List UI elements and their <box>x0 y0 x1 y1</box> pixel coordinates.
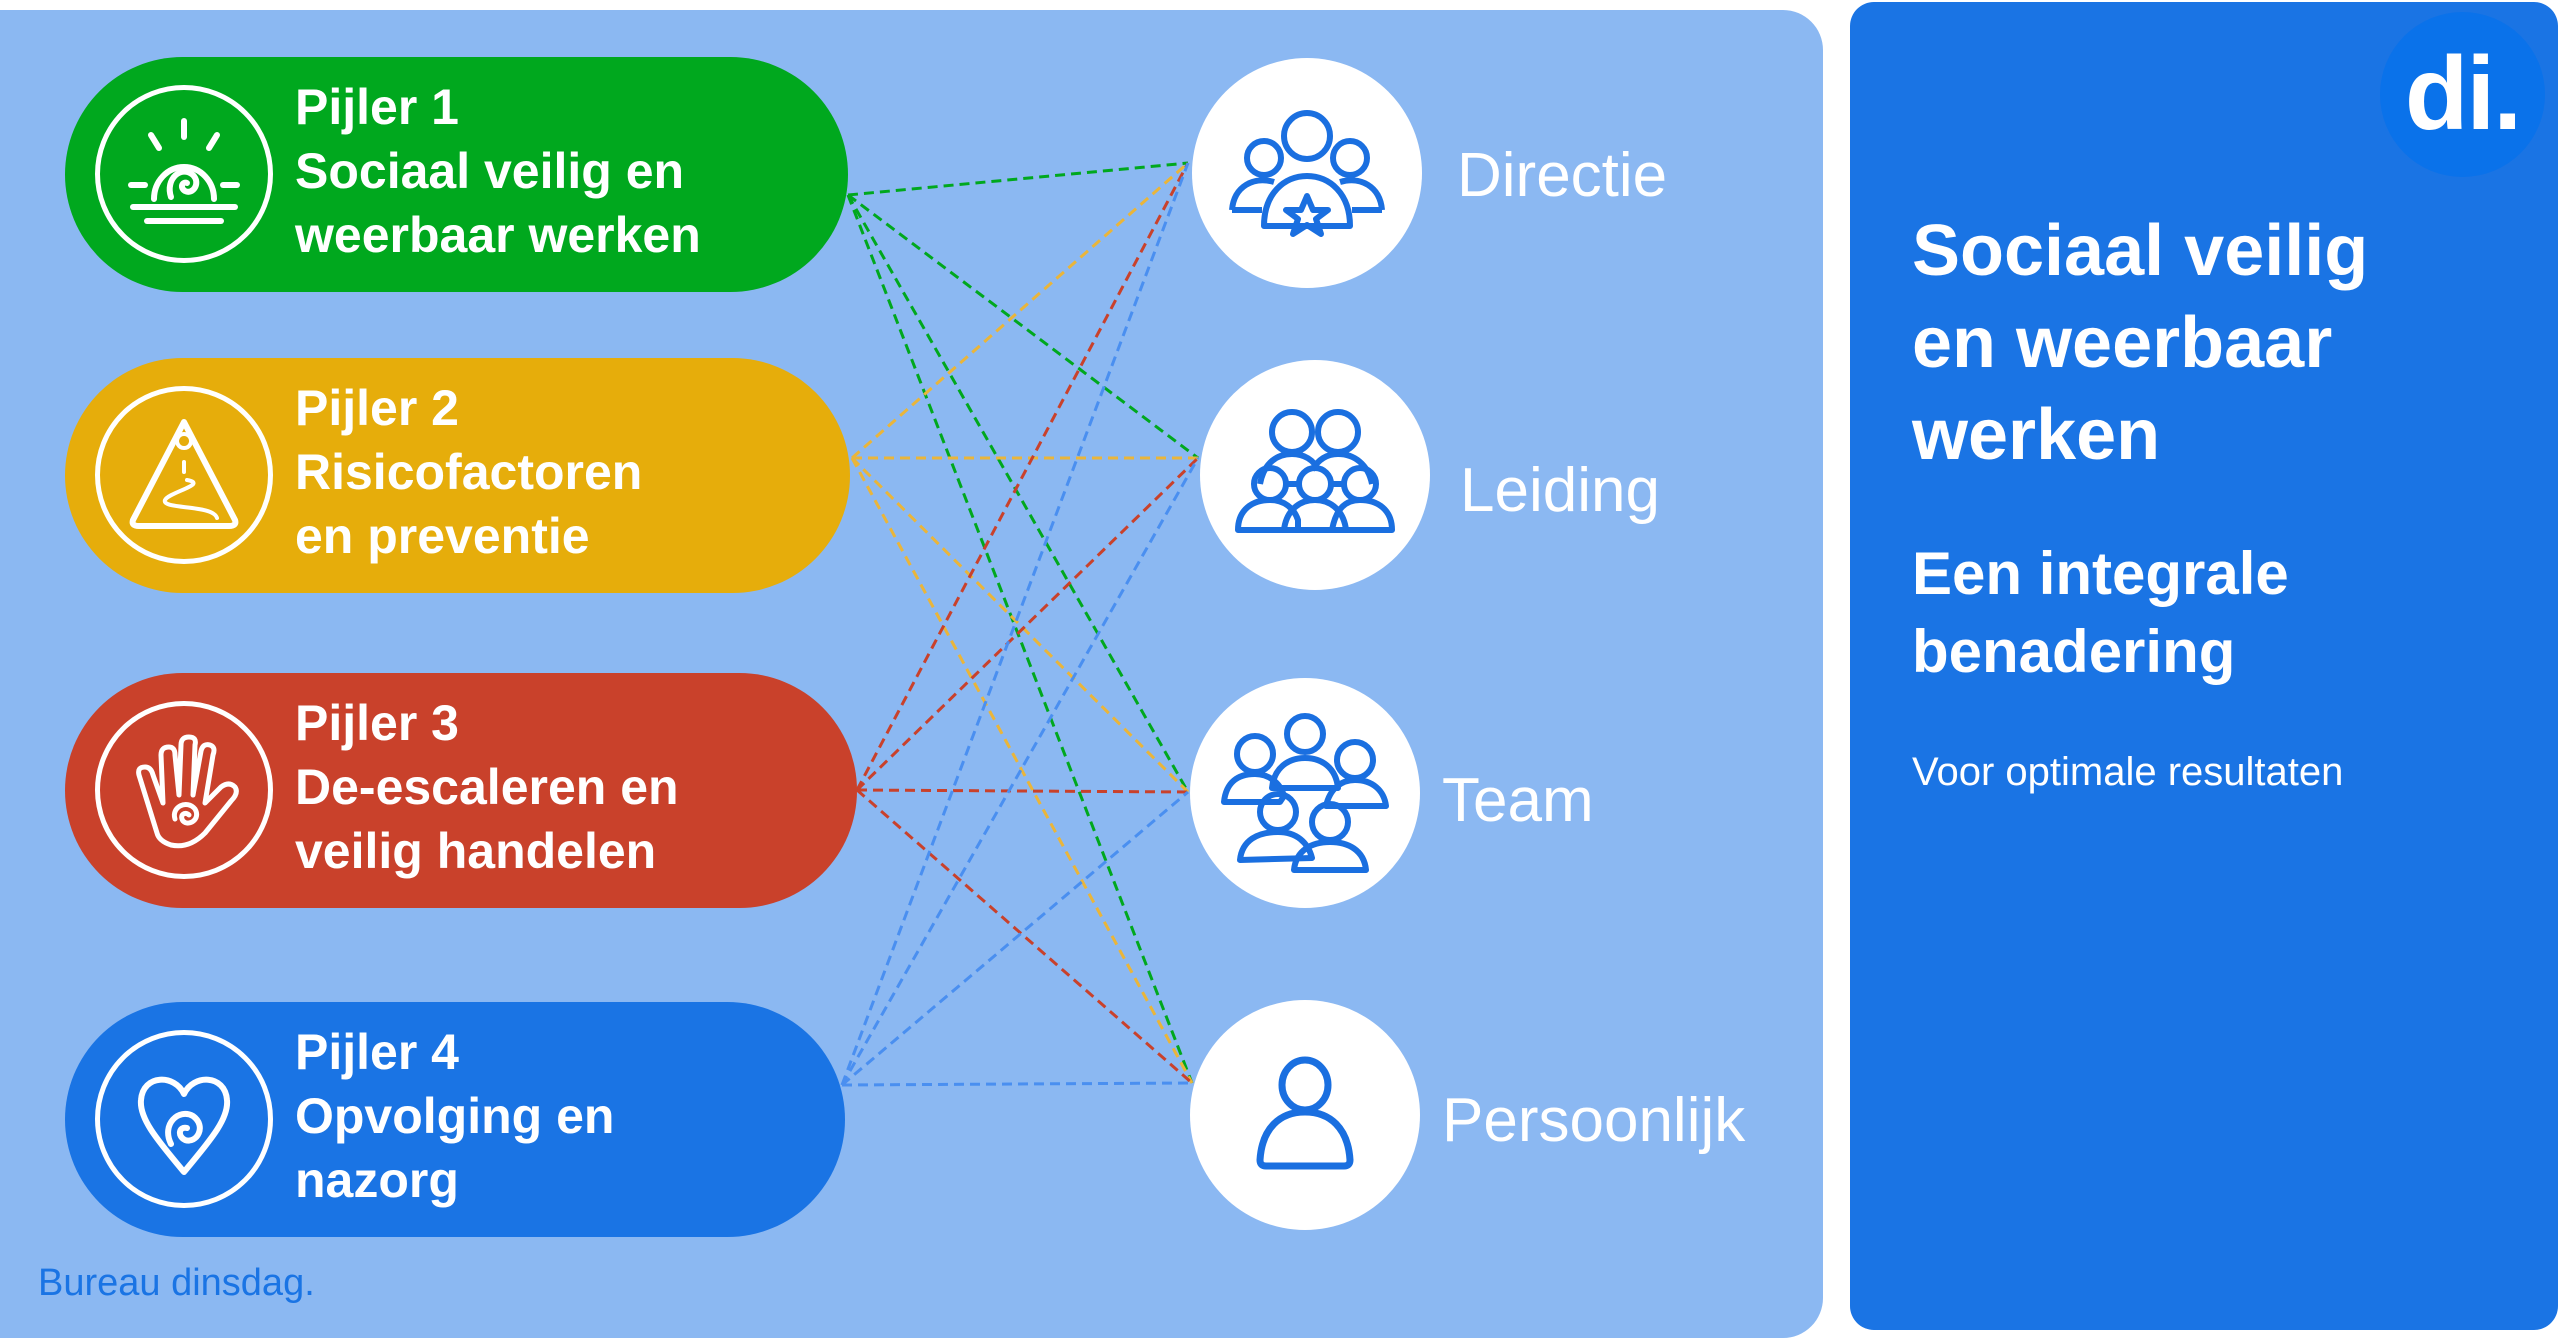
panel-subtitle-line: Een integrale <box>1912 540 2289 607</box>
panel-subtitle-line: benadering <box>1912 618 2236 685</box>
pillar-title-line: weerbaar werken <box>295 207 701 263</box>
heart-spiral-icon <box>95 1030 273 1208</box>
pillar-title-line: veilig handelen <box>295 823 657 879</box>
pillar-number: Pijler 1 <box>295 79 459 135</box>
pillar-title-line: en preventie <box>295 508 590 564</box>
level-label-persoonlijk: Persoonlijk <box>1442 1086 1746 1155</box>
level-team[interactable] <box>1190 678 1420 908</box>
level-directie[interactable] <box>1192 58 1422 288</box>
pillar-title-line: Risicofactoren <box>295 444 643 500</box>
level-persoonlijk[interactable] <box>1190 1000 1420 1230</box>
info-panel <box>1850 2 2558 1330</box>
person-icon <box>1256 1056 1354 1170</box>
level-label-leiding: Leiding <box>1460 456 1660 525</box>
pillar-2[interactable]: Pijler 2 Risicofactoren en preventie <box>65 358 850 593</box>
level-label-directie: Directie <box>1457 141 1668 210</box>
leadership-group-icon <box>1235 409 1395 533</box>
panel-subtitle: Een integrale benadering <box>1912 535 2289 691</box>
pillar-number: Pijler 2 <box>295 380 459 436</box>
level-leiding[interactable] <box>1200 360 1430 590</box>
pillar-number: Pijler 3 <box>295 695 459 751</box>
warning-triangle-path-icon <box>95 386 273 564</box>
level-label-team: Team <box>1442 766 1594 835</box>
pillar-title-line: nazorg <box>295 1152 459 1208</box>
brand-footer: Bureau dinsdag. <box>38 1262 315 1304</box>
sunrise-spiral-icon <box>95 85 273 263</box>
pillar-title-line: De-escaleren en <box>295 759 679 815</box>
group-star-icon <box>1229 110 1385 237</box>
panel-tagline: Voor optimale resultaten <box>1912 750 2344 794</box>
pillar-4[interactable]: Pijler 4 Opvolging en nazorg <box>65 1002 845 1237</box>
team-icon <box>1221 713 1389 873</box>
pillar-1[interactable]: Pijler 1 Sociaal veilig en weerbaar werk… <box>65 57 848 292</box>
pillar-number: Pijler 4 <box>295 1024 459 1080</box>
pillar-3[interactable]: Pijler 3 De-escaleren en veilig handelen <box>65 673 857 908</box>
hand-spiral-icon <box>95 701 273 879</box>
logo: di. <box>2380 12 2545 177</box>
pillar-title-line: Sociaal veilig en <box>295 143 685 199</box>
pillar-title-line: Opvolging en <box>295 1088 615 1144</box>
panel-title: Sociaal veilig en weerbaar werken <box>1912 211 2369 475</box>
